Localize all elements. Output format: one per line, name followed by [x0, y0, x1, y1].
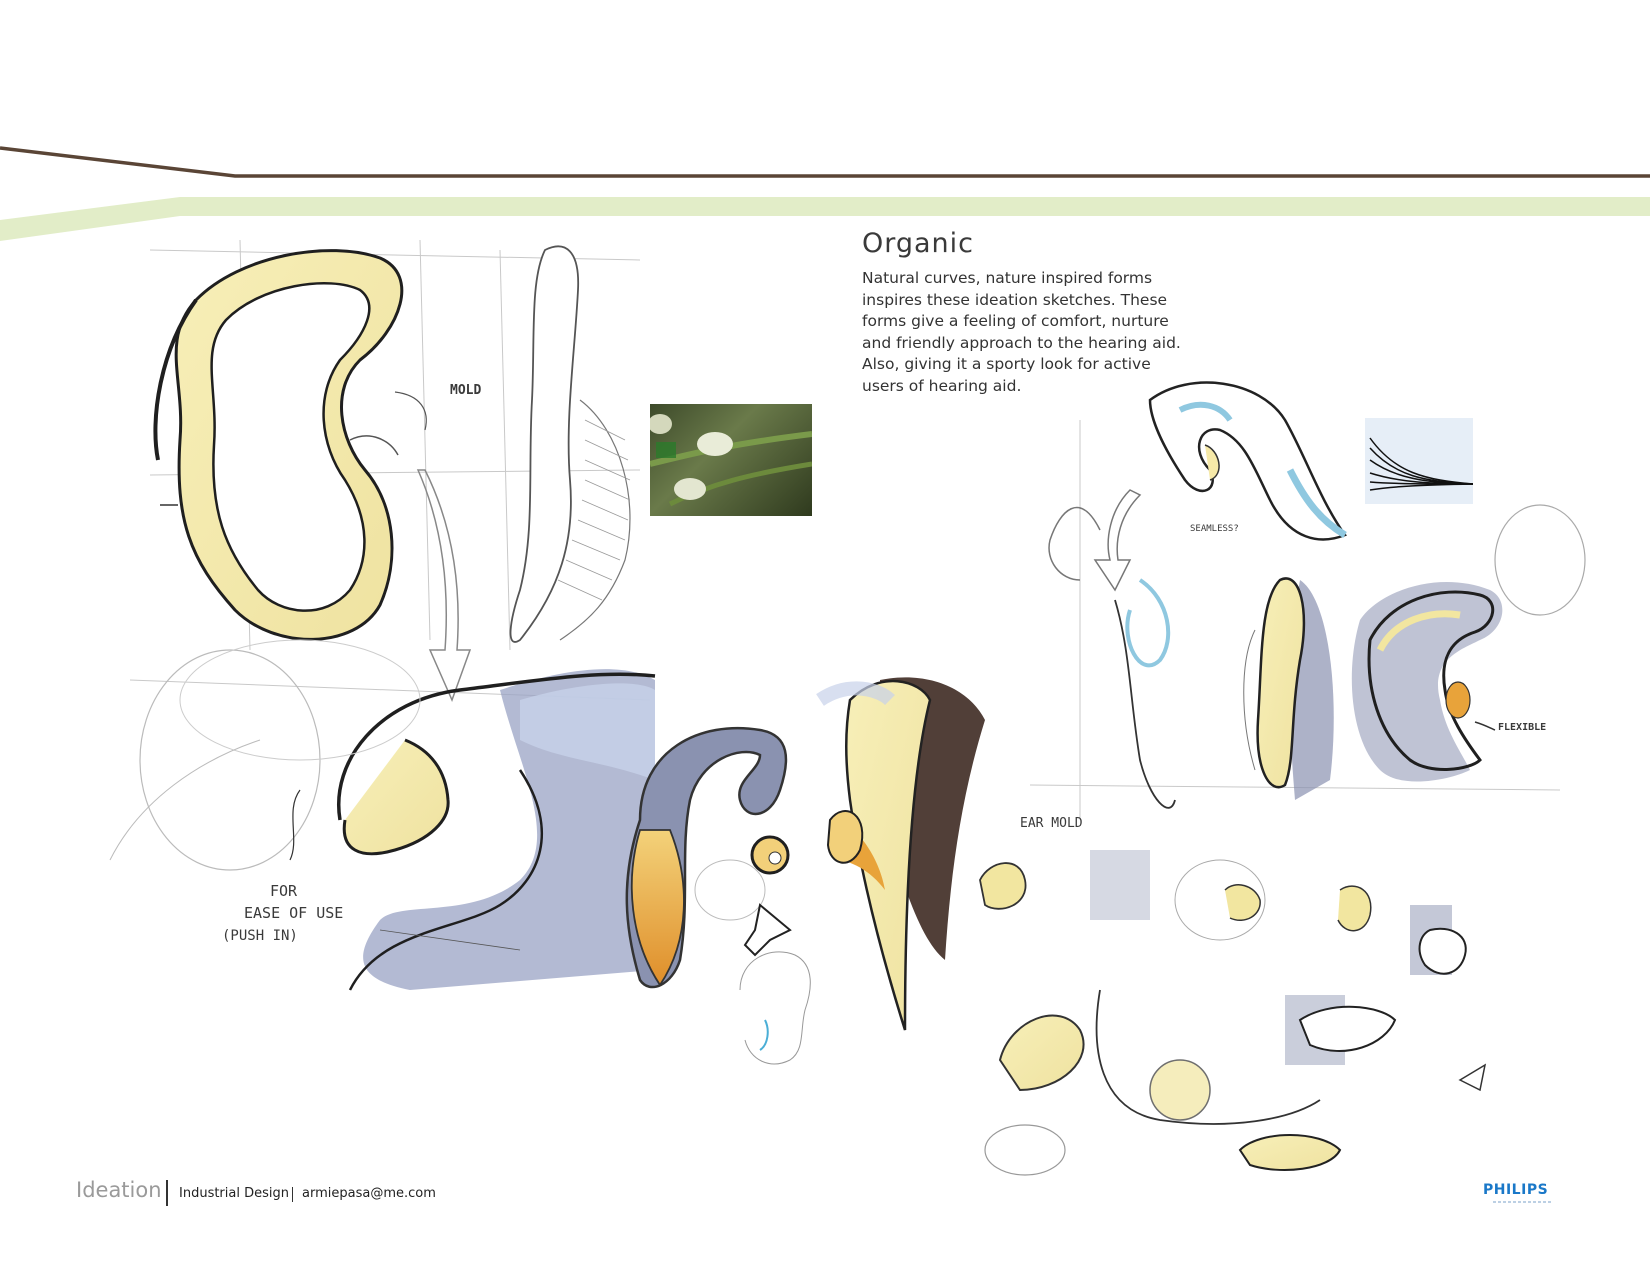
annotation-ease-line2: EASE OF USE [244, 904, 344, 922]
nature-reference-photo [650, 404, 812, 516]
footer-section-title: Ideation [76, 1178, 162, 1202]
footer-email: armiepasa@me.com [302, 1186, 436, 1201]
description-line: and friendly approach to the hearing aid… [862, 333, 1181, 352]
side-profile-sketch [509, 245, 631, 643]
vertical-earpiece-sketch [1243, 577, 1334, 800]
curved-arrow [1093, 489, 1142, 592]
description-paragraph: Natural curves, nature inspired forms in… [862, 268, 1192, 397]
philips-logo-tagline [1493, 1199, 1553, 1206]
description-line: users of hearing aid. [862, 376, 1022, 395]
blue-earpiece-sketch [1048, 381, 1347, 809]
annotation-ease-line1: FOR [270, 882, 298, 900]
kidney-earpiece-sketch [153, 249, 427, 641]
hook-earpiece-sketch [625, 726, 792, 989]
header-green-band [0, 197, 1650, 241]
page-title: Organic [862, 228, 975, 259]
flexible-earpiece-sketch [1351, 504, 1586, 782]
stems-image [650, 414, 812, 507]
annotation-flexible: FLEXIBLE [1498, 722, 1547, 733]
description-line: Also, giving it a sporty look for active [862, 355, 1151, 373]
footer-divider [166, 1180, 168, 1206]
philips-logo: PHILIPS [1483, 1182, 1549, 1198]
brown-marker-sketch [816, 677, 985, 1031]
header-decoration [0, 146, 1650, 241]
annotation-mold: MOLD [450, 383, 482, 398]
description-line: inspires these ideation sketches. These [862, 290, 1168, 309]
curve-reference-thumbnail [1365, 418, 1474, 504]
annotation-ease-line3: (PUSH IN) [222, 928, 298, 944]
description-line: Natural curves, nature inspired forms [862, 269, 1153, 287]
earmold-studies-sketch [979, 850, 1487, 1176]
footer-divider-small [292, 1187, 293, 1202]
ear-closeup-sketch [109, 639, 656, 991]
description-line: forms give a feeling of comfort, nurture [862, 312, 1169, 330]
annotation-ear-mold: EAR MOLD [1020, 816, 1083, 831]
annotation-seamless: SEAMLESS? [1190, 524, 1239, 534]
header-brown-line [0, 146, 1650, 178]
curve-lines-image [1369, 437, 1474, 491]
face-profile-sketch [739, 951, 811, 1065]
footer-department: Industrial Design [179, 1186, 289, 1201]
flow-arrow [416, 469, 472, 703]
